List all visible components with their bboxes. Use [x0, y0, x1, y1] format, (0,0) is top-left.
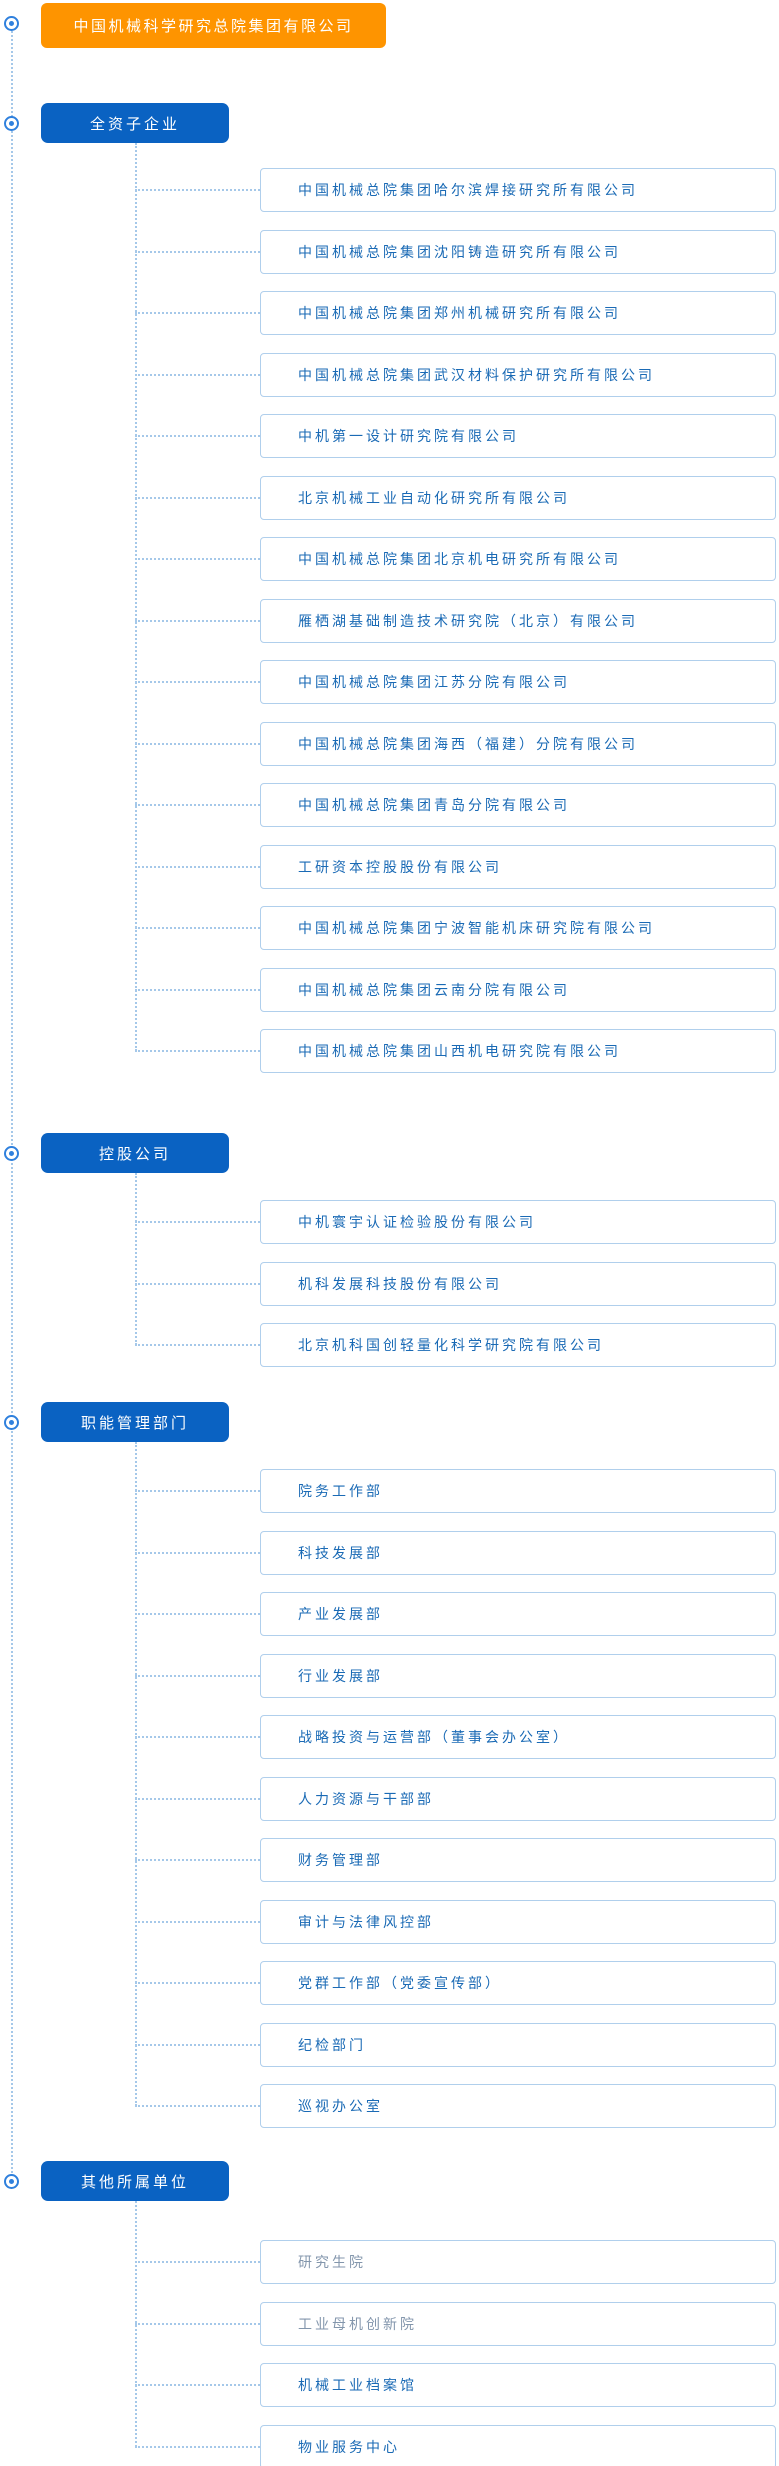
section-branch-line	[135, 143, 137, 1051]
item-connector-line	[135, 1050, 260, 1052]
item-connector-line	[135, 2384, 260, 2386]
org-item: 中国机械总院集团云南分院有限公司	[260, 967, 776, 1012]
item-connector-line	[135, 189, 260, 191]
org-item: 党群工作部（党委宣传部）	[260, 1961, 776, 2005]
item-connector-line	[135, 1920, 260, 1923]
org-item: 中机第一设计研究院有限公司	[260, 414, 776, 458]
item-connector-line	[135, 742, 260, 745]
org-root-title: 中国机械科学研究总院集团有限公司	[41, 3, 386, 48]
item-connector-line	[135, 2043, 260, 2046]
section-bullseye-node-icon	[4, 2173, 19, 2189]
section-bullseye-node-icon	[4, 115, 19, 131]
org-item: 审计与法律风控部	[260, 1899, 776, 1944]
item-connector-line	[135, 619, 260, 622]
item-connector-line	[135, 2105, 260, 2107]
main-connector-line	[11, 31, 13, 2181]
org-item: 中国机械总院集团哈尔滨焊接研究所有限公司	[260, 168, 776, 212]
item-connector-line	[135, 558, 260, 560]
section-header: 控股公司	[41, 1133, 229, 1173]
org-item: 北京机械工业自动化研究所有限公司	[260, 475, 776, 520]
org-item: 中国机械总院集团沈阳铸造研究所有限公司	[260, 229, 776, 274]
item-connector-line	[135, 2261, 260, 2263]
item-connector-line	[135, 1859, 260, 1861]
org-item: 中国机械总院集团郑州机械研究所有限公司	[260, 291, 776, 335]
org-item: 产业发展部	[260, 1592, 776, 1636]
org-item: 中国机械总院集团青岛分院有限公司	[260, 783, 776, 827]
item-connector-line	[135, 865, 260, 868]
item-connector-line	[135, 1797, 260, 1800]
item-connector-line	[135, 1221, 260, 1223]
org-item: 巡视办公室	[260, 2084, 776, 2128]
org-item: 战略投资与运营部（董事会办公室）	[260, 1715, 776, 1759]
org-item: 人力资源与干部部	[260, 1776, 776, 1821]
item-connector-line	[135, 1344, 260, 1346]
item-connector-line	[135, 250, 260, 253]
org-item: 中国机械总院集团海西（福建）分院有限公司	[260, 721, 776, 766]
org-item: 工业母机创新院	[260, 2301, 776, 2346]
org-item: 物业服务中心	[260, 2424, 776, 2466]
section-branch-line	[135, 1442, 137, 2106]
item-connector-line	[135, 2322, 260, 2325]
section-branch-line	[135, 1173, 137, 1345]
section-bullseye-node-icon	[4, 1145, 19, 1161]
org-item: 科技发展部	[260, 1530, 776, 1575]
org-item: 中国机械总院集团北京机电研究所有限公司	[260, 537, 776, 581]
item-connector-line	[135, 1282, 260, 1285]
item-connector-line	[135, 927, 260, 929]
org-item: 机科发展科技股份有限公司	[260, 1261, 776, 1306]
org-item: 北京机科国创轻量化科学研究院有限公司	[260, 1323, 776, 1367]
org-item: 研究生院	[260, 2240, 776, 2284]
item-connector-line	[135, 1490, 260, 1492]
section-bullseye-node-icon	[4, 1414, 19, 1430]
org-item: 中国机械总院集团江苏分院有限公司	[260, 660, 776, 704]
item-connector-line	[135, 435, 260, 437]
section-header: 职能管理部门	[41, 1402, 229, 1442]
item-connector-line	[135, 804, 260, 806]
section-header: 全资子企业	[41, 103, 229, 143]
org-item: 雁栖湖基础制造技术研究院（北京）有限公司	[260, 598, 776, 643]
item-connector-line	[135, 1736, 260, 1738]
item-connector-line	[135, 312, 260, 314]
org-item: 机械工业档案馆	[260, 2363, 776, 2407]
org-item: 行业发展部	[260, 1653, 776, 1698]
item-connector-line	[135, 1551, 260, 1554]
section-header: 其他所属单位	[41, 2161, 229, 2201]
org-item: 中国机械总院集团宁波智能机床研究院有限公司	[260, 906, 776, 950]
org-item: 纪检部门	[260, 2022, 776, 2067]
item-connector-line	[135, 988, 260, 991]
item-connector-line	[135, 496, 260, 499]
org-item: 中机寰宇认证检验股份有限公司	[260, 1200, 776, 1244]
org-item: 财务管理部	[260, 1838, 776, 1882]
org-item: 工研资本控股股份有限公司	[260, 844, 776, 889]
root-bullseye-node-icon	[4, 16, 19, 31]
org-item: 中国机械总院集团山西机电研究院有限公司	[260, 1029, 776, 1073]
item-connector-line	[135, 1674, 260, 1677]
item-connector-line	[135, 2445, 260, 2448]
org-item: 中国机械总院集团武汉材料保护研究所有限公司	[260, 352, 776, 397]
item-connector-line	[135, 681, 260, 683]
item-connector-line	[135, 1613, 260, 1615]
item-connector-line	[135, 373, 260, 376]
item-connector-line	[135, 1982, 260, 1984]
org-item: 院务工作部	[260, 1469, 776, 1513]
